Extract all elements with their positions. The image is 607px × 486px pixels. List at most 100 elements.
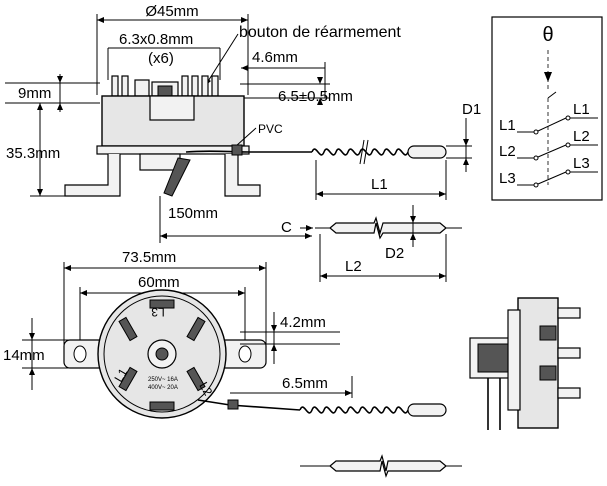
side-elevation: Ø45mm 6.3x0.8mm (x6) bouton de réarmemen… [5, 3, 481, 243]
coiled-capillary-top [311, 139, 447, 165]
loose-capillary-bulb [329, 454, 447, 478]
rating-line-2: 400V~ 20A [148, 385, 178, 391]
body-center-block [149, 95, 195, 121]
side-profile [469, 297, 581, 430]
capillary-detail: C D2 L2 [281, 205, 462, 282]
arrow [463, 139, 469, 146]
arrow [97, 17, 104, 23]
face-inner-ring [103, 295, 221, 413]
face-mark-l2: L2 [196, 380, 215, 399]
arrow [320, 273, 327, 279]
slot-width-label: 4.2mm [280, 314, 326, 331]
arrow [241, 65, 248, 71]
face-capillary [197, 399, 301, 411]
arrow [316, 191, 323, 197]
face-mark-l3: L3 [151, 305, 165, 319]
arrow [306, 225, 313, 231]
left-label-1: L1 [499, 117, 516, 134]
right-label-1: L1 [573, 101, 590, 118]
profile-body [517, 297, 559, 429]
d2-label: D2 [385, 245, 404, 262]
pvc-leader [235, 127, 257, 147]
switch-schematic: θ L1 L2 L3 L1 L2 L3 [491, 16, 603, 201]
right-bracket [224, 154, 261, 197]
arrow [238, 290, 245, 296]
face-coil [299, 406, 409, 414]
arrow [29, 368, 35, 375]
mount-hole-left [73, 345, 87, 363]
schematic-frame [491, 16, 603, 201]
reset-leader [204, 33, 239, 87]
profile-block-1 [539, 325, 557, 341]
pvc-sleeve [231, 144, 243, 156]
arrow [317, 98, 323, 105]
profile-terminal-2 [557, 347, 581, 359]
right-label-3: L3 [573, 155, 590, 172]
reset-button-label: bouton de réarmement [239, 24, 401, 41]
rating-line-1: 250V~ 16A [148, 377, 178, 383]
face-pvc-sleeve [227, 399, 239, 410]
front-view: 73.5mm 60mm 14mm [3, 249, 462, 478]
profile-flange-slot [477, 343, 509, 373]
profile-block-2 [539, 365, 557, 381]
arrow [305, 233, 312, 239]
arrow [80, 290, 87, 296]
capillary-exit [163, 157, 191, 197]
head-height-label: 9mm [18, 85, 51, 102]
top-terminals [111, 75, 219, 97]
l1-label: L1 [371, 176, 388, 193]
arrow [37, 103, 43, 110]
profile-terminal-1 [557, 307, 581, 319]
flange-height-label: 14mm [3, 347, 45, 364]
arrow [410, 233, 416, 240]
arrow [544, 72, 552, 82]
face-sensor-bulb [407, 403, 447, 417]
arrow [241, 17, 248, 23]
theta-label: θ [542, 24, 553, 46]
left-bracket [64, 154, 121, 197]
actuator-line [547, 91, 557, 99]
arrow [271, 325, 277, 332]
pvc-label: PVC [258, 122, 283, 136]
base-plate [96, 145, 250, 155]
left-label-2: L2 [499, 143, 516, 160]
left-label-3: L3 [499, 170, 516, 187]
arrow [271, 344, 277, 351]
arrow [439, 273, 446, 279]
capillary-tube [185, 150, 312, 153]
sensor-bulb [407, 145, 447, 159]
terminal-height-label: 6.5±0.5mm [278, 88, 353, 105]
arrow [345, 390, 352, 396]
arrow [317, 77, 323, 84]
arrow [463, 158, 469, 165]
arrow [37, 189, 43, 196]
arrow [410, 216, 416, 223]
d1-label: D1 [462, 101, 481, 118]
c-label: C [281, 219, 292, 236]
profile-plate [507, 309, 521, 411]
arrow [259, 265, 266, 271]
diameter-label: Ø45mm [145, 3, 198, 20]
terminal-size-label: 6.3x0.8mm [119, 31, 193, 48]
flange-width-label: 73.5mm [122, 249, 176, 266]
thermostat-body [101, 95, 245, 147]
l2-label: L2 [345, 258, 362, 275]
terminal-count-label: (x6) [148, 50, 174, 67]
arrow [160, 233, 167, 239]
capillary-length-label: 150mm [168, 205, 218, 222]
arrow [29, 333, 35, 340]
switch-contacts [517, 115, 598, 188]
reset-button-core [157, 85, 173, 97]
body-height-label: 35.3mm [6, 145, 60, 162]
arrow [64, 265, 71, 271]
mount-hole-right [238, 345, 252, 363]
capillary-bulb-detail [329, 216, 447, 240]
hole-spacing-label: 60mm [138, 274, 180, 291]
arrow [57, 76, 63, 83]
right-label-2: L2 [573, 128, 590, 145]
face-mark-l1: L1 [111, 366, 130, 385]
arrow [439, 191, 446, 197]
terminal-offset-label: 6.5mm [282, 375, 328, 392]
